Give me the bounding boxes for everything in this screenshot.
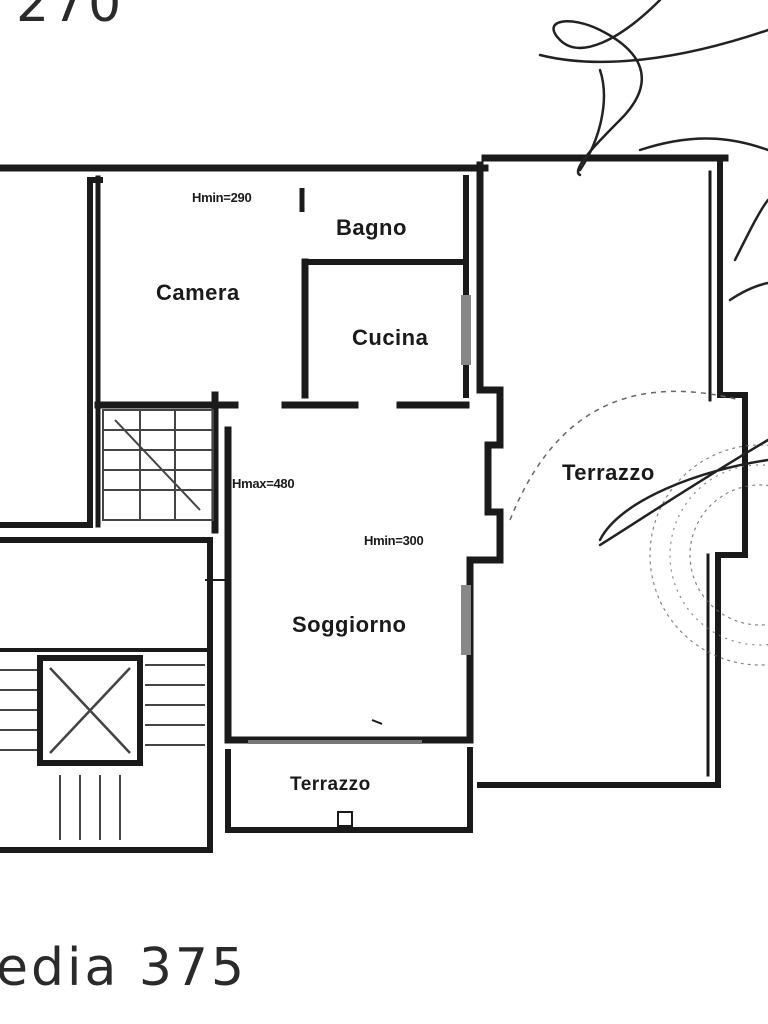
room-label-terrazzo-south: Terrazzo xyxy=(290,774,371,795)
stair-upper xyxy=(102,409,214,521)
stair-lower xyxy=(0,655,205,840)
height-note-living: Hmin=300 xyxy=(364,533,424,548)
wall-left-block xyxy=(0,177,103,528)
height-note-stair: Hmax=480 xyxy=(232,476,295,491)
terrazzo-east-inner xyxy=(706,170,712,777)
hatched-circle xyxy=(649,444,768,666)
room-label-terrazzo-east: Terrazzo xyxy=(562,460,655,485)
lift-cross xyxy=(49,667,131,754)
wall-top xyxy=(0,154,729,172)
height-note-camera: Hmin=290 xyxy=(192,190,252,205)
footer-text: edia 375 xyxy=(0,938,248,998)
lift-shaft xyxy=(37,655,143,766)
wall-soggiorno-west xyxy=(211,391,232,744)
room-label-camera: Camera xyxy=(156,280,240,305)
dash-curve xyxy=(509,390,741,521)
header-text: 270 xyxy=(16,0,125,34)
room-label-cucina: Cucina xyxy=(352,325,429,350)
room-label-bagno: Bagno xyxy=(336,215,407,240)
terrazzo-south-outline xyxy=(225,747,473,833)
door-markers xyxy=(205,188,383,827)
terrazzo-east-outline xyxy=(477,157,748,788)
signature xyxy=(538,0,768,547)
wall-east-living xyxy=(466,161,504,744)
room-label-soggiorno: Soggiorno xyxy=(292,612,407,637)
